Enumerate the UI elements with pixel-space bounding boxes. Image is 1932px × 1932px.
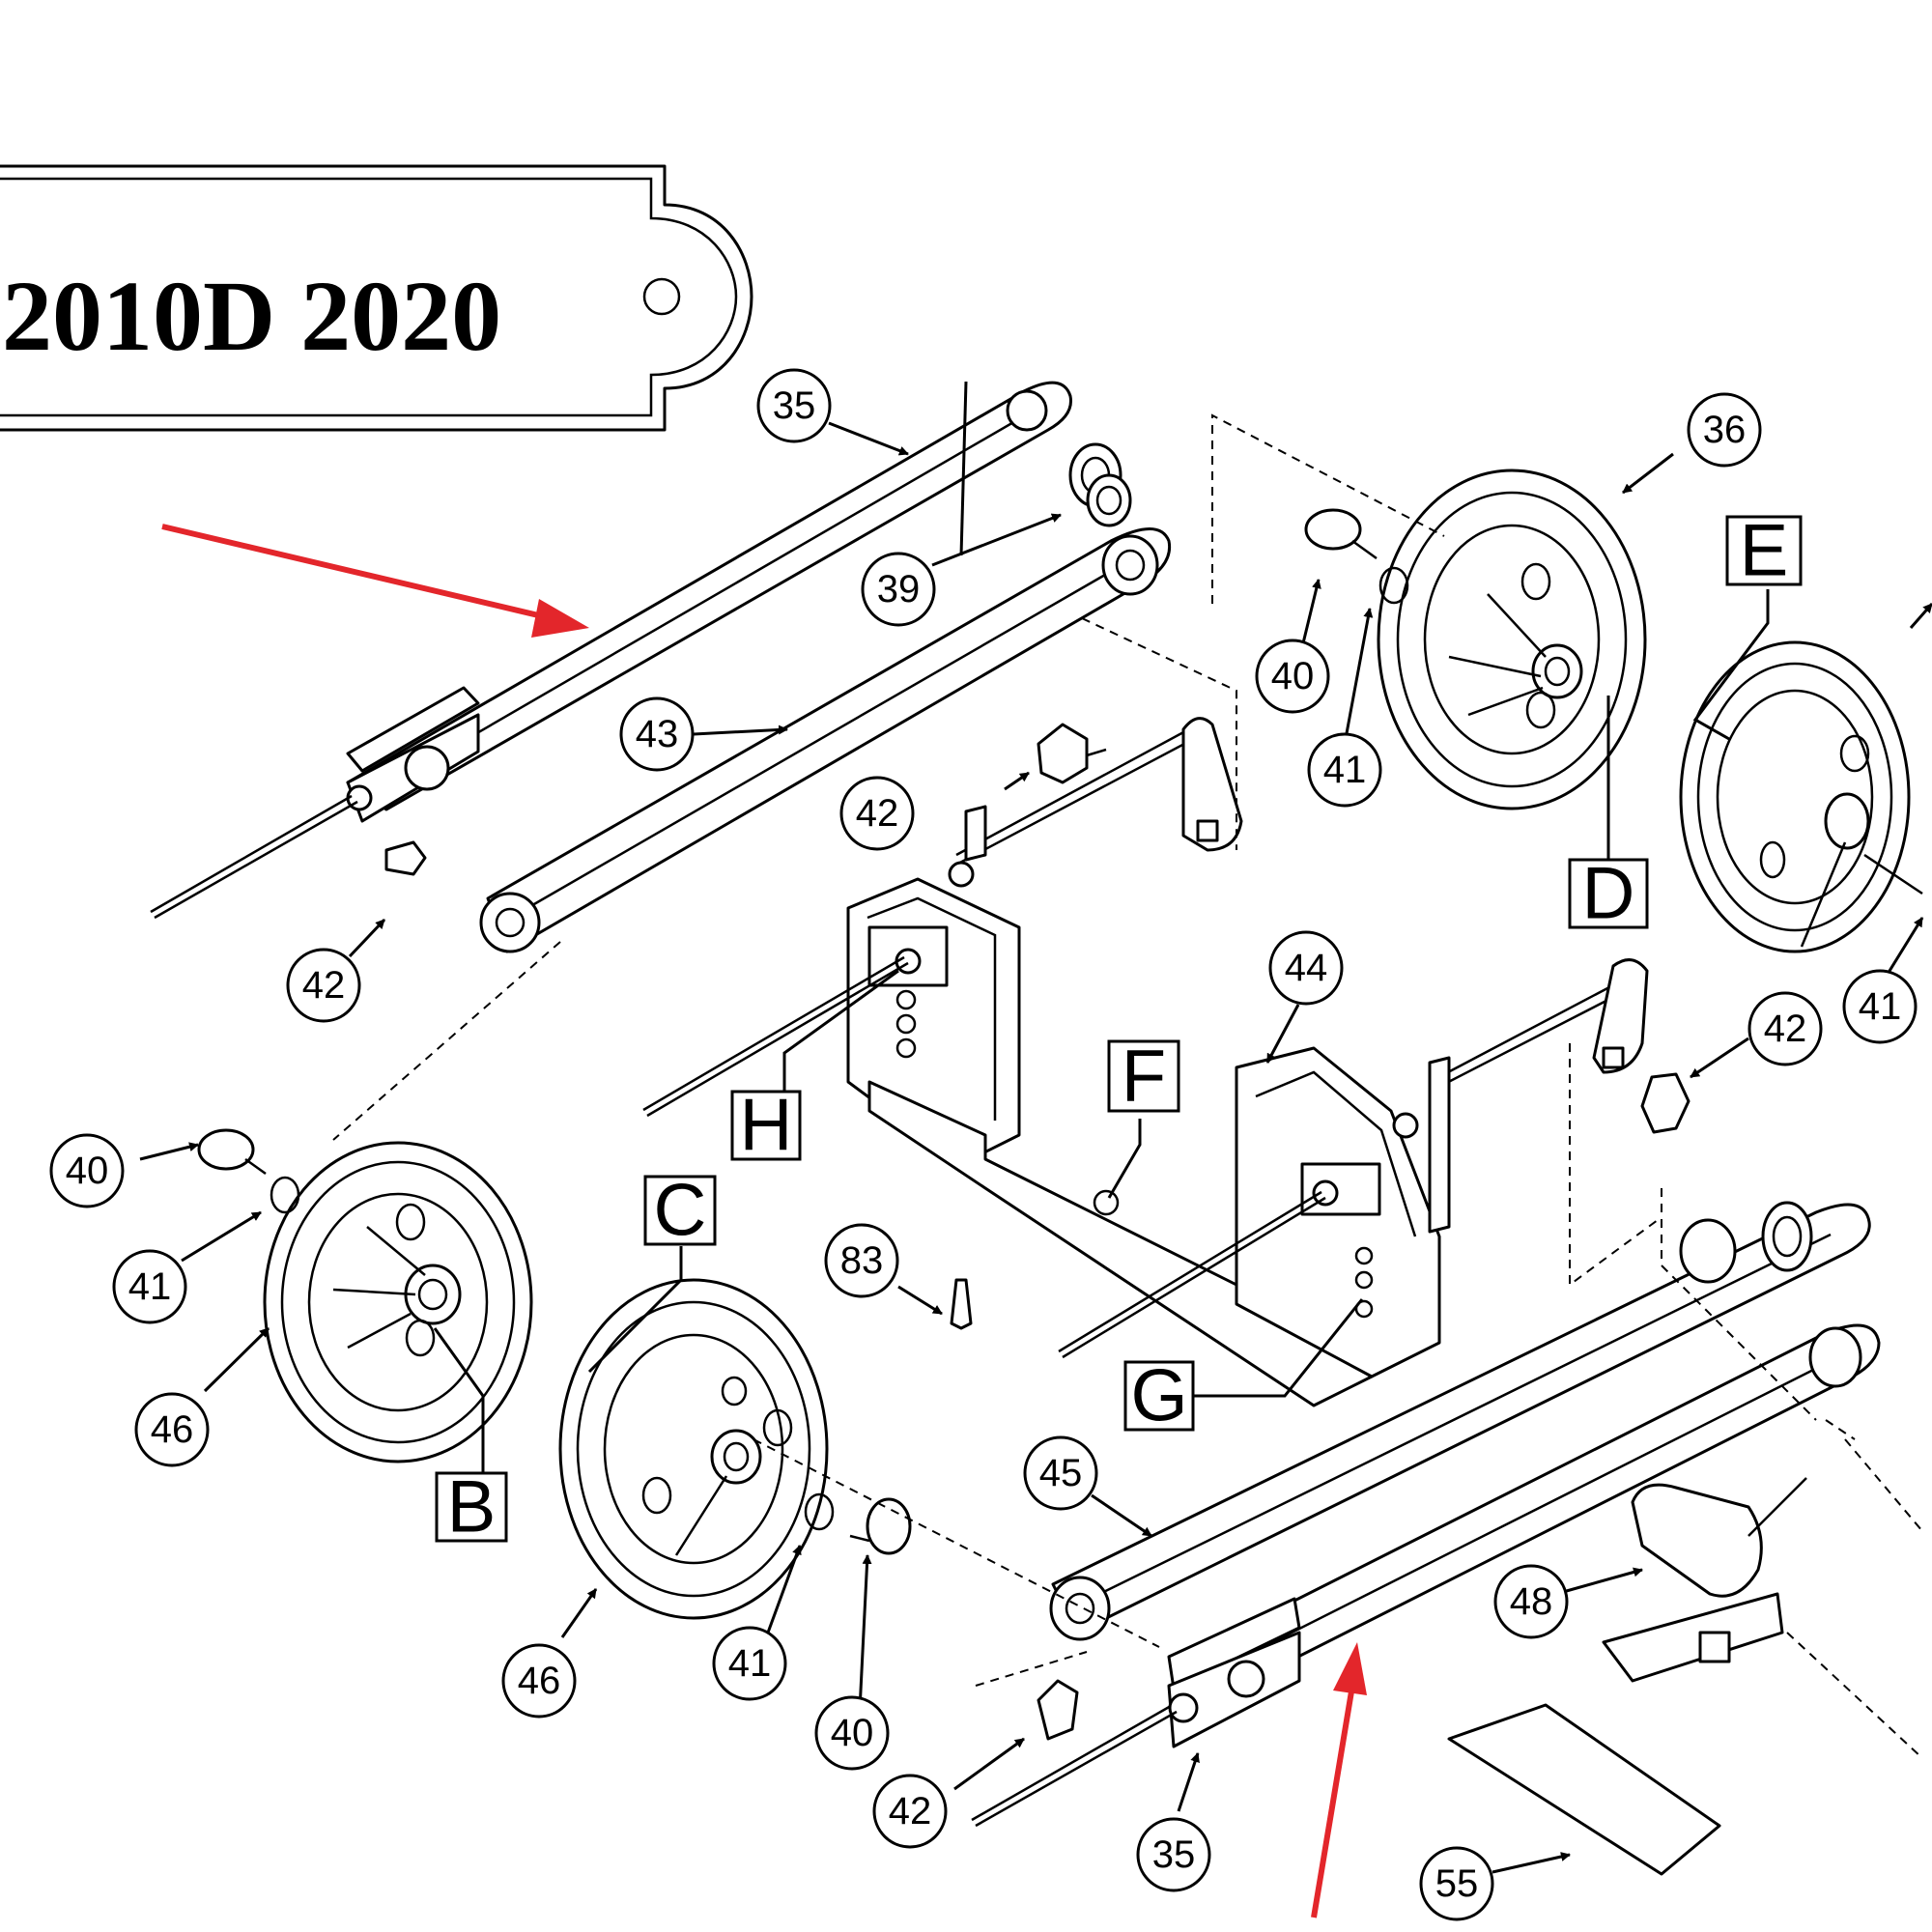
letter-text: H [740, 1085, 793, 1167]
callout-label: 40 [1271, 655, 1315, 697]
letter-label-c: C [643, 1170, 717, 1252]
wheel-b [263, 1141, 533, 1463]
callout-label: 36 [1703, 409, 1747, 451]
leader-lines [139, 421, 1932, 1874]
letter-text: C [654, 1170, 707, 1252]
callout-c24: 41 [1842, 969, 1918, 1044]
callout-c9: 42 [1747, 991, 1823, 1066]
construction-lines [332, 413, 1923, 1759]
callout-label: 44 [1285, 947, 1328, 989]
letter-text: D [1582, 853, 1635, 935]
callout-label: 48 [1510, 1580, 1553, 1623]
callout-c20: 35 [1136, 1817, 1211, 1892]
letter-text: E [1740, 510, 1789, 592]
letter-label-h: H [730, 1085, 802, 1167]
callout-label: 83 [840, 1239, 884, 1282]
callout-label: 42 [1764, 1008, 1807, 1050]
highlight-arrow-bottom [1311, 1642, 1367, 1918]
title-plate: 2010D 2020 [0, 164, 753, 432]
callout-c17: 40 [814, 1695, 890, 1771]
callout-c10: 44 [1268, 930, 1344, 1006]
callout-c1: 35 [756, 368, 832, 443]
callout-c13: 41 [112, 1249, 187, 1324]
callout-label: 41 [728, 1642, 772, 1685]
crosshead-bracket-g [1058, 1046, 1441, 1378]
callout-label: 39 [877, 568, 921, 611]
callout-c4: 42 [839, 776, 915, 851]
callout-label: 41 [128, 1265, 172, 1308]
letter-text: G [1130, 1355, 1187, 1437]
wheel-c [558, 1278, 829, 1620]
wheel-e [1679, 640, 1923, 953]
callout-label: 35 [1152, 1833, 1196, 1876]
highlight-arrow-top [161, 524, 589, 638]
callout-c14: 46 [134, 1392, 210, 1467]
callout-c16: 41 [712, 1626, 787, 1701]
callout-c15: 46 [501, 1643, 577, 1719]
valve-gear-lower [1392, 958, 1649, 1234]
callout-label: 41 [1859, 985, 1902, 1028]
callout-c2: 39 [861, 552, 936, 627]
callout-c11: 83 [824, 1223, 899, 1298]
callout-label: 35 [773, 384, 816, 427]
callout-c8: 41 [1307, 732, 1382, 808]
callout-c6: 36 [1687, 392, 1762, 468]
flanged-bushings-and-screws [197, 473, 1813, 1741]
crosshead-bracket-h [642, 877, 1021, 1156]
callout-label: 45 [1039, 1452, 1083, 1494]
callout-c5: 42 [286, 948, 361, 1023]
letter-label-d: D [1568, 853, 1649, 935]
letter-label-g: G [1123, 1355, 1195, 1437]
letter-text: F [1122, 1036, 1166, 1118]
callout-c19: 42 [872, 1774, 948, 1849]
callout-label: 42 [856, 792, 899, 835]
callout-label: 46 [518, 1660, 561, 1702]
callout-label: 46 [151, 1408, 194, 1451]
upper-side-rod-assembly [150, 381, 1172, 953]
valve-gear-upper [948, 717, 1243, 888]
letter-label-e: E [1725, 510, 1803, 592]
callout-c18: 45 [1023, 1435, 1098, 1511]
callout-c7: 40 [1255, 639, 1330, 714]
callout-c21: 48 [1493, 1564, 1569, 1639]
callout-c22: 55 [1419, 1846, 1494, 1921]
lower-side-rod-assembly [971, 1203, 1881, 1828]
callout-label: 43 [636, 713, 679, 755]
callout-label: 40 [66, 1150, 109, 1192]
pilot-parts [1447, 1477, 1807, 1876]
callout-label: 41 [1323, 749, 1367, 791]
callout-label: 40 [831, 1712, 874, 1754]
letter-text: B [447, 1466, 497, 1548]
letter-label-b: B [435, 1466, 508, 1548]
callout-label: 42 [889, 1790, 932, 1833]
callout-label: 55 [1435, 1862, 1479, 1905]
callout-label: 42 [302, 964, 346, 1007]
callout-c12: 40 [49, 1133, 125, 1208]
title-plate-text: 2010D 2020 [2, 261, 501, 372]
letter-label-f: F [1107, 1036, 1180, 1118]
wheel-d [1377, 469, 1647, 810]
callout-c3: 43 [619, 696, 695, 772]
